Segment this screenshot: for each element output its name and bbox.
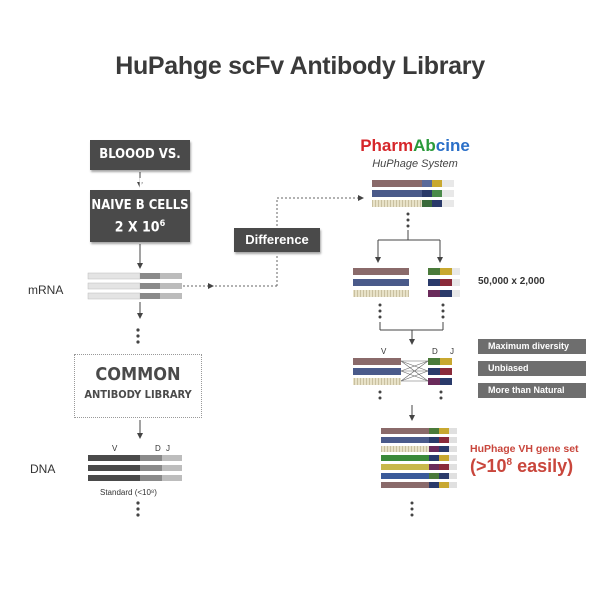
tag-more-than-natural: More than Natural (478, 383, 586, 398)
tag-maximum-diversity: Maximum diversity (478, 339, 586, 354)
v-segment-bars (353, 268, 409, 297)
dotted-difference-up-2 (276, 195, 364, 226)
naive-box-line1: NAIVE B CELLS (91, 198, 189, 213)
common-antibody-library-box: COMMON ANTIBODY LIBRARY (74, 354, 202, 418)
brand-part-2: Ab (413, 136, 436, 155)
dots-right-2 (378, 303, 445, 319)
page-title: HuPahge scFv Antibody Library (115, 52, 485, 80)
tag-unbiased: Unbiased (478, 361, 586, 376)
common-box-line1: COMMON (95, 364, 181, 385)
vh-gene-set-label: HuPhage VH gene set (470, 443, 579, 455)
combo-j-label: J (450, 347, 454, 356)
pharmabcine-logo: PharmAbcine (350, 136, 480, 156)
huphage-system-label: HuPhage System (372, 158, 458, 170)
standard-note: Standard (<10⁸) (100, 488, 157, 497)
combo-v-label: V (381, 347, 387, 356)
vh-gene-set-bars (381, 428, 457, 488)
mrna-bars (87, 272, 182, 300)
dots-left-1 (136, 328, 140, 344)
dots-right-4 (410, 501, 414, 517)
dna-d-label: D (155, 444, 161, 453)
naive-b-cells-box: NAIVE B CELLS 2 X 106 (90, 190, 190, 242)
dots-left-2 (136, 501, 140, 517)
dots-right-3 (378, 390, 443, 400)
huphage-top-bars (372, 180, 454, 207)
combo-d-label: D (432, 347, 438, 356)
brand-part-1: Pharm (360, 136, 414, 155)
mrna-label: mRNA (28, 283, 64, 297)
blood-vs-bm-box: BLOOOD VS. BM (90, 140, 190, 192)
dj-segment-bars (428, 268, 460, 297)
brand-part-3: cine (435, 136, 470, 155)
dna-label: DNA (30, 462, 56, 476)
dna-bars (88, 455, 182, 481)
combination-bars (353, 358, 452, 385)
vh-gene-set-size: (>108 easily) (470, 456, 574, 476)
dots-right-1 (406, 212, 410, 228)
common-box-line2: ANTIBODY LIBRARY (84, 388, 192, 401)
dna-j-label: J (166, 444, 170, 453)
combination-count: 50,000 x 2,000 (478, 276, 545, 287)
dna-v-label: V (112, 444, 118, 453)
difference-box: Difference (234, 228, 320, 252)
naive-box-line2: 2 X 106 (114, 219, 166, 236)
